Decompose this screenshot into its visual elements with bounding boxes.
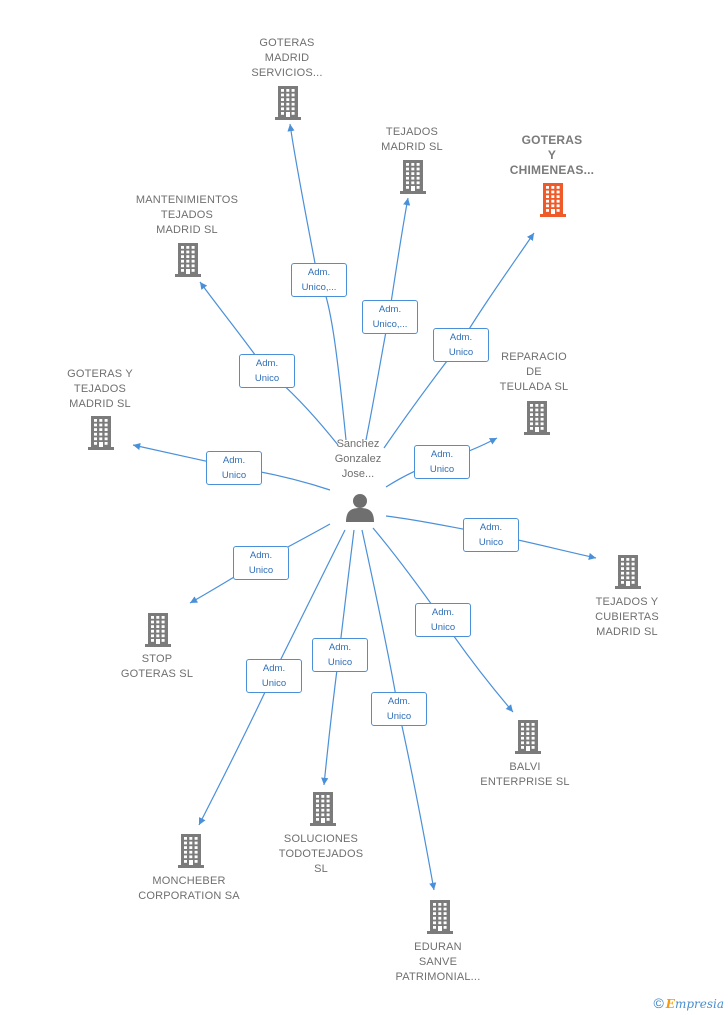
company-label-tejados-madrid[interactable]: TEJADOS MADRID SL	[381, 126, 443, 153]
relation-badge-stop-goteras[interactable]: Adm. Unico	[233, 546, 289, 580]
relation-badge-goteras-madrid-servicios[interactable]: Adm. Unico,...	[291, 263, 347, 297]
building-icon-stop-goteras[interactable]	[145, 613, 171, 647]
building-icon-tejados-madrid[interactable]	[400, 160, 426, 194]
building-icon-goteras-y-chimeneas[interactable]	[540, 183, 566, 217]
center-person-label[interactable]: Sanchez Gonzalez Jose...	[334, 438, 382, 480]
building-icon-eduran-sanve[interactable]	[427, 900, 453, 934]
building-icon-soluciones-todotejados[interactable]	[310, 792, 336, 826]
copyright-icon: ©	[653, 995, 664, 1011]
relation-badge-tejados-madrid[interactable]: Adm. Unico,...	[362, 300, 418, 334]
building-icon-tejados-y-cubiertas[interactable]	[615, 555, 641, 589]
company-label-mantenimientos-tejados[interactable]: MANTENIMIENTOS TEJADOS MADRID SL	[135, 194, 239, 236]
company-label-soluciones-todotejados[interactable]: SOLUCIONES TODOTEJADOS SL	[278, 833, 364, 875]
company-label-moncheber-corporation[interactable]: MONCHEBER CORPORATION SA	[138, 875, 240, 902]
relation-badge-tejados-y-cubiertas[interactable]: Adm. Unico	[463, 518, 519, 552]
company-label-tejados-y-cubiertas[interactable]: TEJADOS Y CUBIERTAS MADRID SL	[595, 596, 659, 638]
building-icon-balvi-enterprise[interactable]	[515, 720, 541, 754]
company-label-goteras-madrid-servicios[interactable]: GOTERAS MADRID SERVICIOS...	[251, 37, 323, 79]
relation-badge-moncheber-corporation[interactable]: Adm. Unico	[246, 659, 302, 693]
footer-brand: ©Empresia	[653, 995, 724, 1011]
company-label-goteras-y-chimeneas[interactable]: GOTERAS Y CHIMENEAS...	[509, 133, 595, 177]
building-icon-goteras-madrid-servicios[interactable]	[275, 86, 301, 120]
relation-badge-reparacio-de-teulada[interactable]: Adm. Unico	[414, 445, 470, 479]
person-icon[interactable]	[346, 494, 374, 522]
relation-badge-eduran-sanve[interactable]: Adm. Unico	[371, 692, 427, 726]
relation-badge-mantenimientos-tejados[interactable]: Adm. Unico	[239, 354, 295, 388]
building-icon-mantenimientos-tejados[interactable]	[175, 243, 201, 277]
company-label-goteras-y-tejados[interactable]: GOTERAS Y TEJADOS MADRID SL	[67, 368, 133, 410]
company-label-balvi-enterprise[interactable]: BALVI ENTERPRISE SL	[480, 761, 570, 788]
relation-badge-balvi-enterprise[interactable]: Adm. Unico	[415, 603, 471, 637]
building-icon-reparacio-de-teulada[interactable]	[524, 401, 550, 435]
relation-badge-goteras-y-chimeneas[interactable]: Adm. Unico	[433, 328, 489, 362]
brand-name: mpresia	[674, 997, 724, 1011]
company-label-stop-goteras[interactable]: STOP GOTERAS SL	[120, 653, 194, 680]
relation-badge-soluciones-todotejados[interactable]: Adm. Unico	[312, 638, 368, 672]
company-label-reparacio-de-teulada[interactable]: REPARACIO DE TEULADA SL	[499, 351, 569, 393]
relation-badge-goteras-y-tejados[interactable]: Adm. Unico	[206, 451, 262, 485]
building-icon-moncheber-corporation[interactable]	[178, 834, 204, 868]
brand-initial: E	[665, 997, 675, 1011]
building-icon-goteras-y-tejados[interactable]	[88, 416, 114, 450]
company-label-eduran-sanve[interactable]: EDURAN SANVE PATRIMONIAL...	[395, 941, 481, 983]
